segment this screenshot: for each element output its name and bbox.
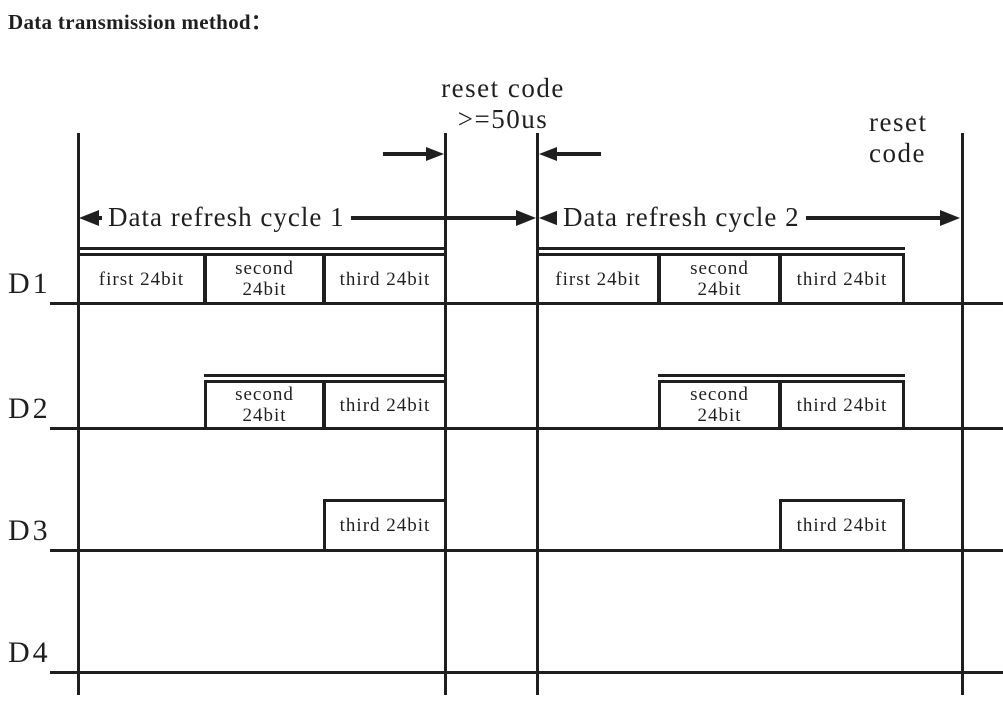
cycle2-label: Data refresh cycle 2 xyxy=(557,201,806,234)
reset-duration-text: >=50us xyxy=(457,104,549,134)
reset-arrow-left-head-icon xyxy=(426,147,444,161)
d3-cycle1-third-box: third 24bit xyxy=(323,499,447,552)
reset-arrow-left-stem xyxy=(383,152,431,156)
d3-baseline xyxy=(50,549,1003,552)
boundary-line-cycle2-end xyxy=(961,133,964,695)
row-label-d4: D4 xyxy=(8,636,51,669)
cycle2-arrow-right-head-icon xyxy=(940,210,960,226)
d1-cycle2-first-box: first 24bit xyxy=(536,253,660,305)
d2-cycle2-second-box: second 24bit xyxy=(658,380,781,430)
row-label-d2: D2 xyxy=(8,392,51,425)
reset-code-annotation: reset code >=50us xyxy=(398,73,608,135)
reset-arrow-right-stem xyxy=(555,152,601,156)
d2-cycle1-third-box: third 24bit xyxy=(323,380,447,430)
reset-arrow-right-head-icon xyxy=(539,147,557,161)
page-title: Data transmission method： xyxy=(8,10,273,34)
cycle1-arrow-left-head-icon xyxy=(79,210,99,226)
d2-cycle1-second-box: second 24bit xyxy=(204,380,325,430)
reset-code-text: reset code xyxy=(441,73,565,103)
d4-baseline xyxy=(50,671,1003,674)
d2-cycle2-envelope-line xyxy=(658,374,905,377)
d1-cycle1-envelope-line xyxy=(77,247,447,250)
cycle1-arrow-right-head-icon xyxy=(516,210,536,226)
d1-baseline xyxy=(50,302,1003,305)
row-label-d1: D1 xyxy=(8,267,51,300)
d3-cycle2-third-box: third 24bit xyxy=(779,499,905,552)
d1-cycle2-third-box: third 24bit xyxy=(779,253,905,305)
reset-code-annotation-right: reset code xyxy=(869,107,927,169)
d1-cycle1-first-box: first 24bit xyxy=(77,253,206,305)
code-text: code xyxy=(869,138,926,168)
d2-cycle2-third-box: third 24bit xyxy=(779,380,905,430)
d1-cycle2-envelope-line xyxy=(536,247,905,250)
boundary-line-cycle1-start xyxy=(77,133,80,695)
reset-text: reset xyxy=(869,107,928,137)
d1-cycle1-third-box: third 24bit xyxy=(323,253,447,305)
boundary-line-reset-end xyxy=(536,133,539,695)
d2-cycle1-envelope-line xyxy=(204,374,447,377)
cycle1-label: Data refresh cycle 1 xyxy=(102,201,351,234)
d1-cycle2-second-box: second 24bit xyxy=(658,253,781,305)
d2-baseline xyxy=(50,427,1003,430)
cycle2-arrow-left-head-icon xyxy=(539,210,559,226)
d1-cycle1-second-box: second 24bit xyxy=(204,253,325,305)
row-label-d3: D3 xyxy=(8,514,51,547)
